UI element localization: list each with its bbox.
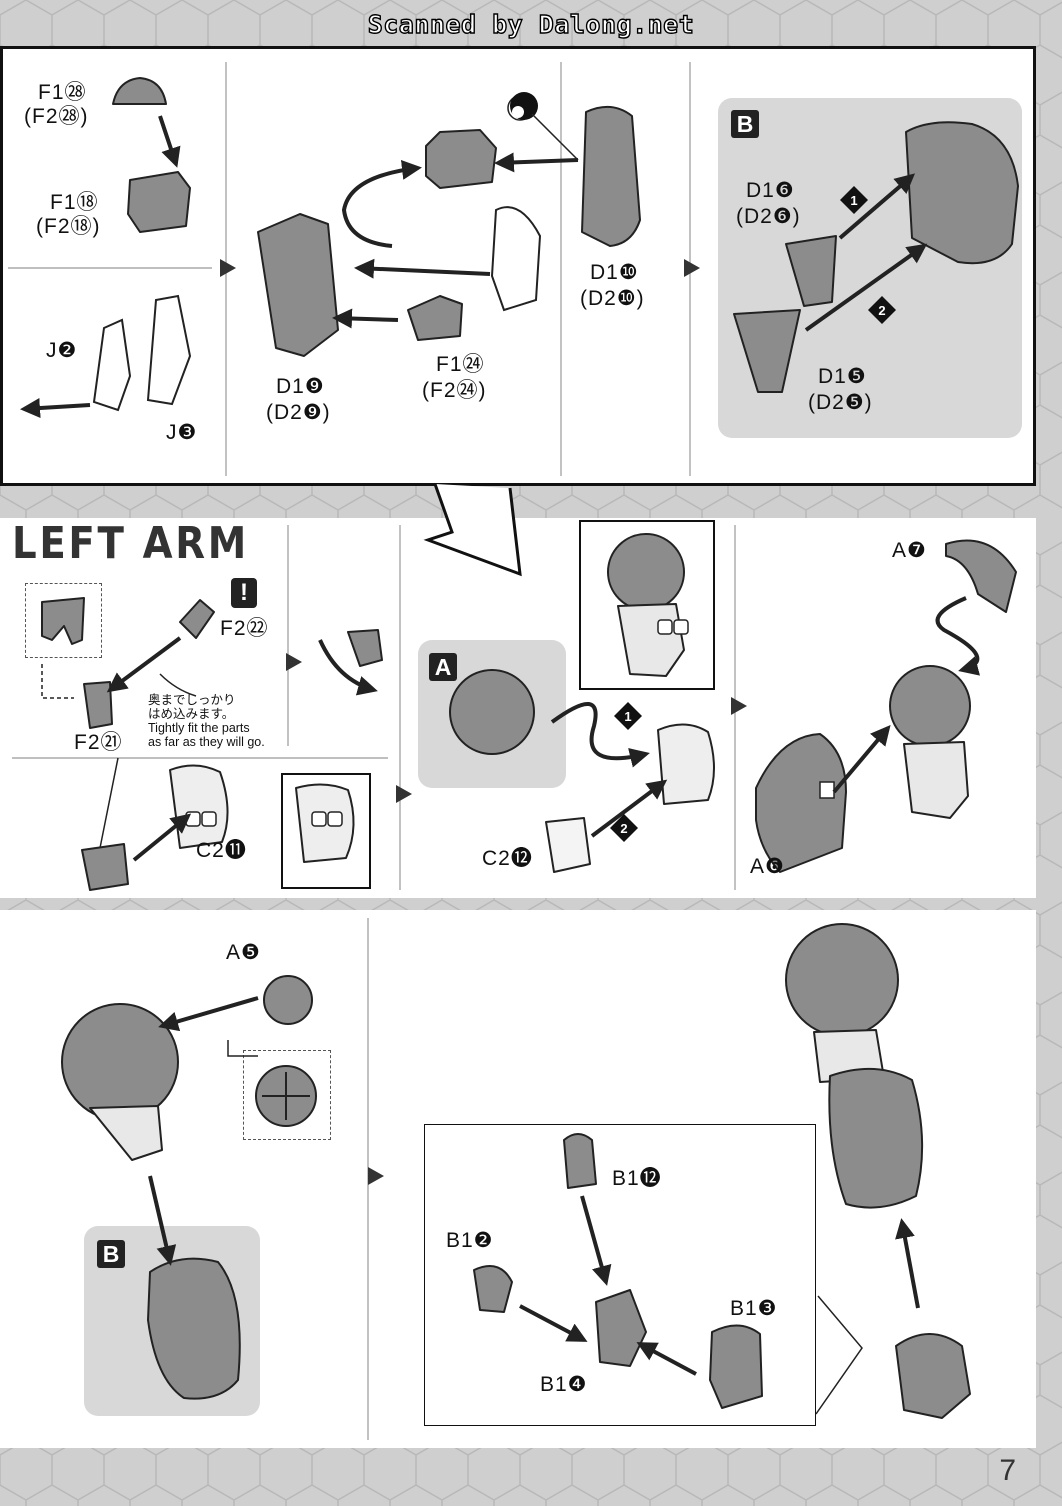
inset-c2-view	[281, 773, 371, 889]
note-en-line-1: Tightly fit the parts	[148, 721, 250, 735]
inset-part-dashed	[25, 583, 102, 658]
label-f2-28: (F2㉘)	[24, 105, 89, 128]
badge-a: A	[429, 653, 457, 681]
fit-note: 奥までしっかり はめ込みます。 Tightly fit the parts as…	[148, 693, 265, 749]
label-a5: A❺	[226, 941, 261, 964]
label-f2-22: F2㉒	[220, 617, 269, 640]
note-en-line-2: as far as they will go.	[148, 735, 265, 749]
label-b1-4: B1❹	[540, 1373, 588, 1396]
label-b1-2: B1❷	[446, 1229, 494, 1252]
label-f2-21: F2㉑	[74, 731, 123, 754]
label-c2-11: C2⓫	[196, 839, 247, 862]
label-d1-10: D1❿	[590, 261, 639, 284]
note-jp-line-2: はめ込みます。	[148, 707, 235, 721]
label-a6: A❻	[750, 855, 785, 878]
label-f1-28: F1㉘	[38, 81, 87, 104]
label-d2-6: (D2❻)	[736, 205, 801, 228]
inset-torso-view	[579, 520, 715, 690]
label-d1-9: D1❾	[276, 375, 325, 398]
label-f2-24: (F2㉔)	[422, 379, 487, 402]
page-number: 7	[999, 1454, 1016, 1487]
label-d2-9: (D2❾)	[266, 401, 331, 424]
note-jp-line-1: 奥までしっかり	[148, 693, 236, 707]
label-j2: J❷	[46, 339, 78, 362]
label-j3: J❸	[166, 421, 198, 444]
badge-b: B	[731, 110, 759, 138]
label-c2-12: C2⓬	[482, 847, 533, 870]
label-f1-18: F1⑱	[50, 191, 99, 214]
subassembly-b-background	[718, 98, 1022, 438]
label-d2-10: (D2❿)	[580, 287, 645, 310]
section-title: LEFT ARM	[12, 518, 249, 569]
label-b1-12: B1⓬	[612, 1167, 662, 1190]
label-d2-5: (D2❺)	[808, 391, 873, 414]
label-d1-6: D1❻	[746, 179, 795, 202]
label-b1-3: B1❸	[730, 1297, 778, 1320]
inset-cap-dashed	[243, 1050, 331, 1140]
label-f2-18: (F2⑱)	[36, 215, 101, 238]
label-d1-5: D1❺	[818, 365, 867, 388]
badge-b-lower: B	[97, 1240, 125, 1268]
label-a7: A❼	[892, 539, 927, 562]
scan-credit: Scanned by Dalong.net	[367, 9, 695, 39]
warning-icon: !	[231, 578, 257, 608]
label-f1-24: F1㉔	[436, 353, 485, 376]
